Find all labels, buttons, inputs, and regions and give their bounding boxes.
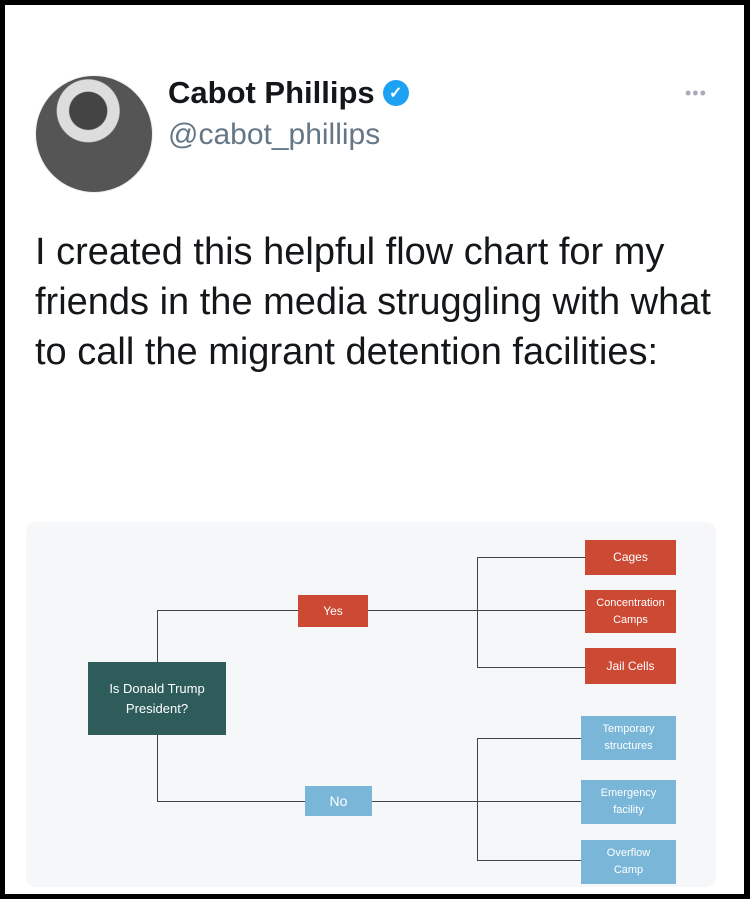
avatar[interactable] bbox=[35, 75, 153, 193]
outcome-overflow-camp: Overflow Camp bbox=[581, 840, 676, 884]
more-options-icon[interactable]: ••• bbox=[685, 83, 707, 103]
tweet-text: I created this helpful flow chart for my… bbox=[35, 231, 711, 373]
outcome-jail-cells: Jail Cells bbox=[585, 648, 676, 684]
connector-line bbox=[372, 801, 581, 802]
outcome-cages: Cages bbox=[585, 540, 676, 575]
connector-line bbox=[368, 610, 585, 611]
outcome-concentration-camps: Concentration Camps bbox=[585, 590, 676, 633]
outcome-temporary-structures: Temporary structures bbox=[581, 716, 676, 760]
connector-line bbox=[477, 557, 478, 667]
author-name[interactable]: Cabot Phillips ✓ bbox=[168, 75, 409, 111]
connector-line bbox=[157, 610, 158, 662]
connector-line bbox=[477, 557, 585, 558]
connector-line bbox=[477, 667, 585, 668]
flowchart-image: Is Donald Trump President? Yes No Cages … bbox=[26, 522, 716, 887]
yes-box: Yes bbox=[298, 595, 368, 627]
question-box: Is Donald Trump President? bbox=[88, 662, 226, 735]
verified-badge-icon: ✓ bbox=[382, 80, 409, 106]
connector-line bbox=[157, 610, 298, 611]
connector-line bbox=[157, 735, 158, 801]
connector-line bbox=[477, 860, 581, 861]
author-handle[interactable]: @cabot_phillips bbox=[168, 118, 381, 151]
connector-line bbox=[477, 738, 478, 860]
connector-line bbox=[477, 738, 581, 739]
no-box: No bbox=[305, 786, 372, 816]
author-name-text: Cabot Phillips bbox=[168, 75, 375, 110]
connector-line bbox=[157, 801, 305, 802]
outcome-emergency-facility: Emergency facility bbox=[581, 780, 676, 824]
